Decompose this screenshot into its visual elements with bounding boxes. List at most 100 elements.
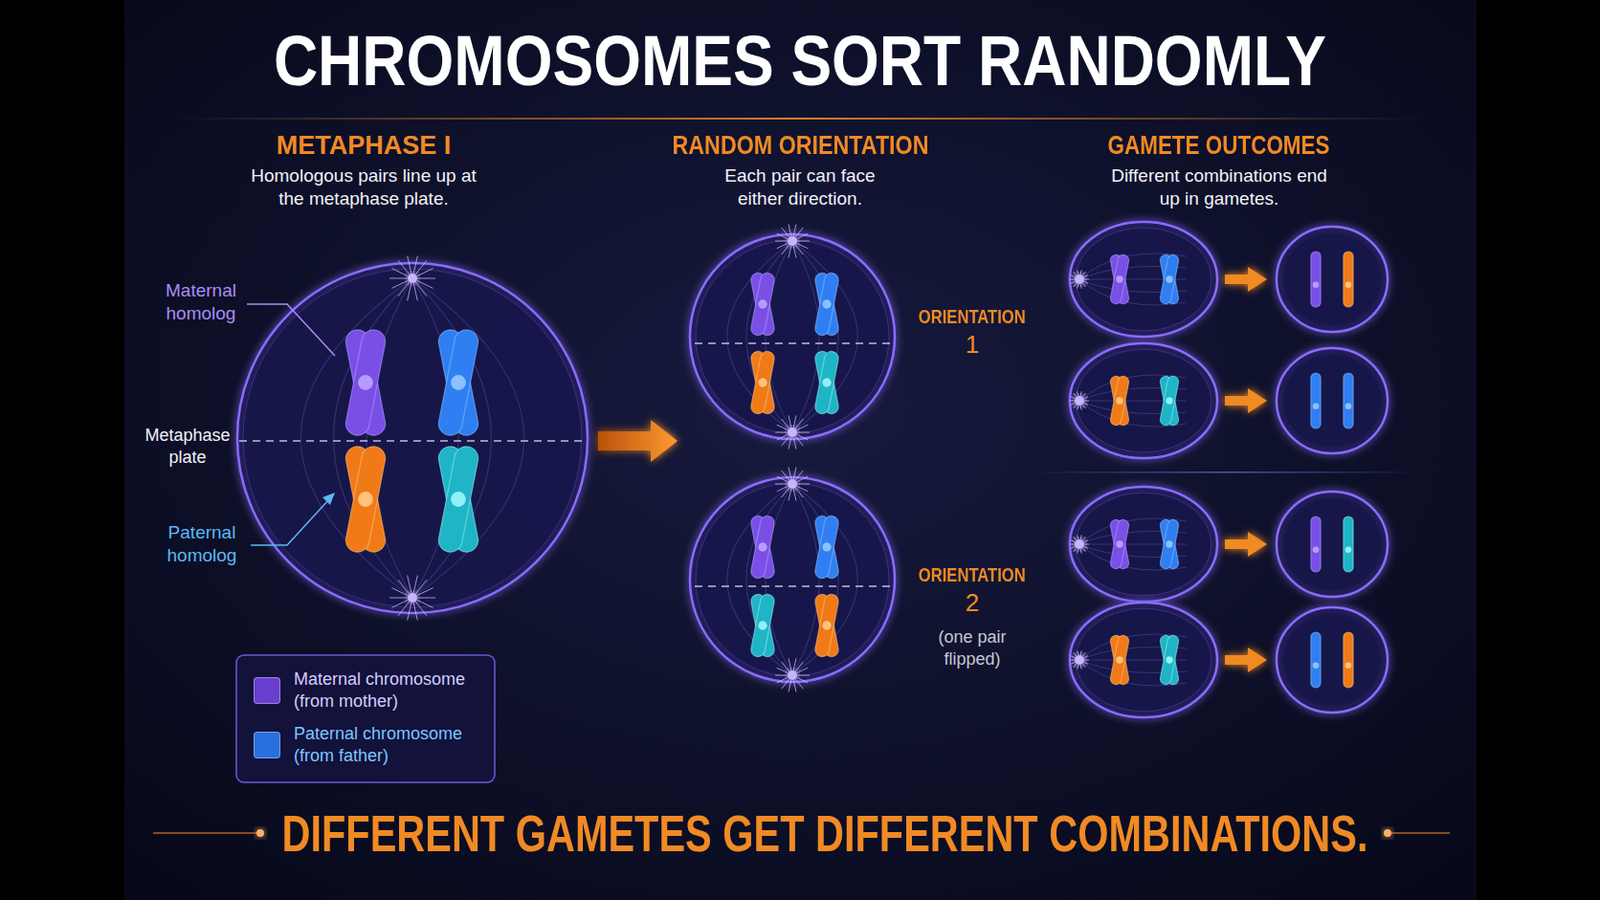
centromere <box>450 375 467 391</box>
chromosome <box>814 350 841 416</box>
chromatid <box>1109 253 1130 305</box>
chromatid <box>1158 375 1179 426</box>
chromatid <box>750 271 777 337</box>
centromere <box>1345 547 1353 555</box>
pole-ray <box>793 415 797 428</box>
pole-ray <box>1070 275 1076 278</box>
pole-ray <box>781 488 790 498</box>
pole-ray <box>407 602 412 622</box>
chromosome <box>750 271 777 337</box>
pole-ray <box>788 658 792 671</box>
leader-line <box>246 304 335 356</box>
pole-ray <box>1077 534 1079 540</box>
chromatid <box>1343 373 1354 429</box>
centromere <box>1345 403 1353 411</box>
chromosome <box>1311 516 1321 573</box>
pole-ray <box>793 223 797 237</box>
chromatid <box>1343 251 1354 308</box>
spindle-pole <box>389 576 436 622</box>
pole-dot <box>407 273 418 284</box>
pole-ray <box>1084 397 1089 400</box>
pole-ray <box>797 476 809 483</box>
pole-dot <box>787 479 798 489</box>
label-text: Different combinations end up in gametes… <box>1109 164 1330 211</box>
chromatid <box>436 444 481 556</box>
pole-ray <box>795 488 803 498</box>
pole-ray <box>793 466 797 480</box>
pole-ray <box>413 576 418 595</box>
pole-ray <box>797 667 809 674</box>
centromere <box>1115 540 1123 548</box>
pole-ray <box>1082 652 1086 657</box>
pole-ray <box>1082 404 1086 409</box>
caption: DIFFERENT GAMETES GET DIFFERENT COMBINAT… <box>282 801 1369 867</box>
pole-ray <box>797 484 810 486</box>
cell-inner-ring <box>695 483 889 677</box>
outcome-arrow <box>1224 647 1267 673</box>
pole-ray <box>795 679 803 689</box>
cell-inner-ring <box>1075 492 1212 597</box>
pole-ray <box>1077 269 1079 275</box>
pole-ray <box>413 283 418 302</box>
pole-ray <box>777 667 789 674</box>
pole-ray <box>781 419 790 429</box>
pole-ray <box>788 488 792 502</box>
pole-ray <box>797 675 810 677</box>
pole-dot <box>787 670 798 681</box>
chromatid <box>750 350 777 416</box>
gamete-cell <box>1276 226 1388 333</box>
chromatid <box>814 271 841 337</box>
pole-ray <box>1080 534 1082 540</box>
label-text: Paternal homolog <box>144 521 260 568</box>
leader-arrowhead <box>322 492 335 506</box>
chromatid <box>1311 632 1321 689</box>
pole-dot <box>787 236 798 246</box>
pole-ray <box>417 268 434 277</box>
chromatid <box>436 328 481 439</box>
pole-ray <box>795 470 803 481</box>
pole-ray <box>1069 660 1075 662</box>
spindle-fiber <box>727 484 793 676</box>
chromosome <box>1343 632 1354 689</box>
spindle-pole <box>389 256 436 302</box>
chromosome <box>750 593 777 659</box>
pole-ray <box>1084 540 1089 543</box>
pole-ray <box>1070 546 1076 549</box>
spindle-pole <box>1069 269 1089 289</box>
chromatid <box>343 328 388 439</box>
centromere <box>757 377 767 387</box>
pole-ray <box>797 486 809 492</box>
pole-ray <box>1073 271 1077 276</box>
chromosome <box>1158 518 1179 570</box>
pole-ray <box>1073 536 1077 541</box>
chromatid <box>814 514 841 580</box>
centromere <box>1312 663 1320 670</box>
caption-dot <box>1383 829 1392 838</box>
chromatid <box>1158 518 1179 570</box>
legend-entry: Paternal chromosome (from father) <box>253 723 478 769</box>
pole-ray <box>797 677 809 684</box>
chromatid <box>750 514 777 580</box>
pole-ray <box>407 256 412 275</box>
pole-ray <box>788 245 792 259</box>
spindle-fiber <box>792 241 858 433</box>
pole-ray <box>781 679 790 689</box>
centromere <box>757 621 767 630</box>
spindle-fiber <box>727 241 793 433</box>
chromosome <box>1311 251 1321 308</box>
pole-ray <box>777 476 789 483</box>
chromatid <box>1109 253 1130 305</box>
label-text: Homologous pairs line up at the metaphas… <box>248 164 479 211</box>
pole-ray <box>1077 665 1079 670</box>
pole-ray <box>391 600 408 608</box>
pole-ray <box>1080 549 1082 555</box>
pole-ray <box>1069 400 1075 402</box>
pole-ray <box>1077 650 1079 656</box>
centromere <box>757 542 767 552</box>
pole-ray <box>1080 405 1082 411</box>
chromatid <box>1109 634 1130 686</box>
pole-ray <box>777 677 789 684</box>
pole-ray <box>1080 269 1082 275</box>
chromatid <box>814 514 841 580</box>
